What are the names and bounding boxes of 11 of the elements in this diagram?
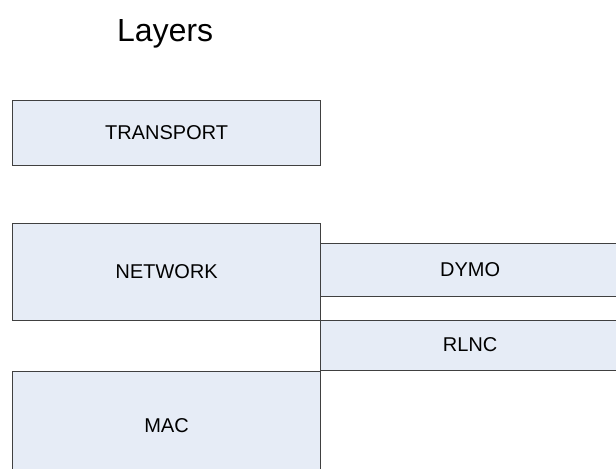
protocol-bar: [320, 243, 616, 297]
layer-label: TRANSPORT: [105, 122, 228, 144]
layer-box: [12, 223, 321, 321]
protocol-bar: [320, 320, 616, 371]
layer-label: DYMO: [440, 258, 500, 282]
layer-label: MAC: [144, 414, 189, 438]
layer-label: NETWORK: [115, 260, 218, 284]
diagram-title: Layers: [116, 12, 214, 48]
layer-label: RLNC: [442, 334, 498, 357]
layer-box: [12, 371, 321, 469]
layer-box: [12, 100, 321, 166]
